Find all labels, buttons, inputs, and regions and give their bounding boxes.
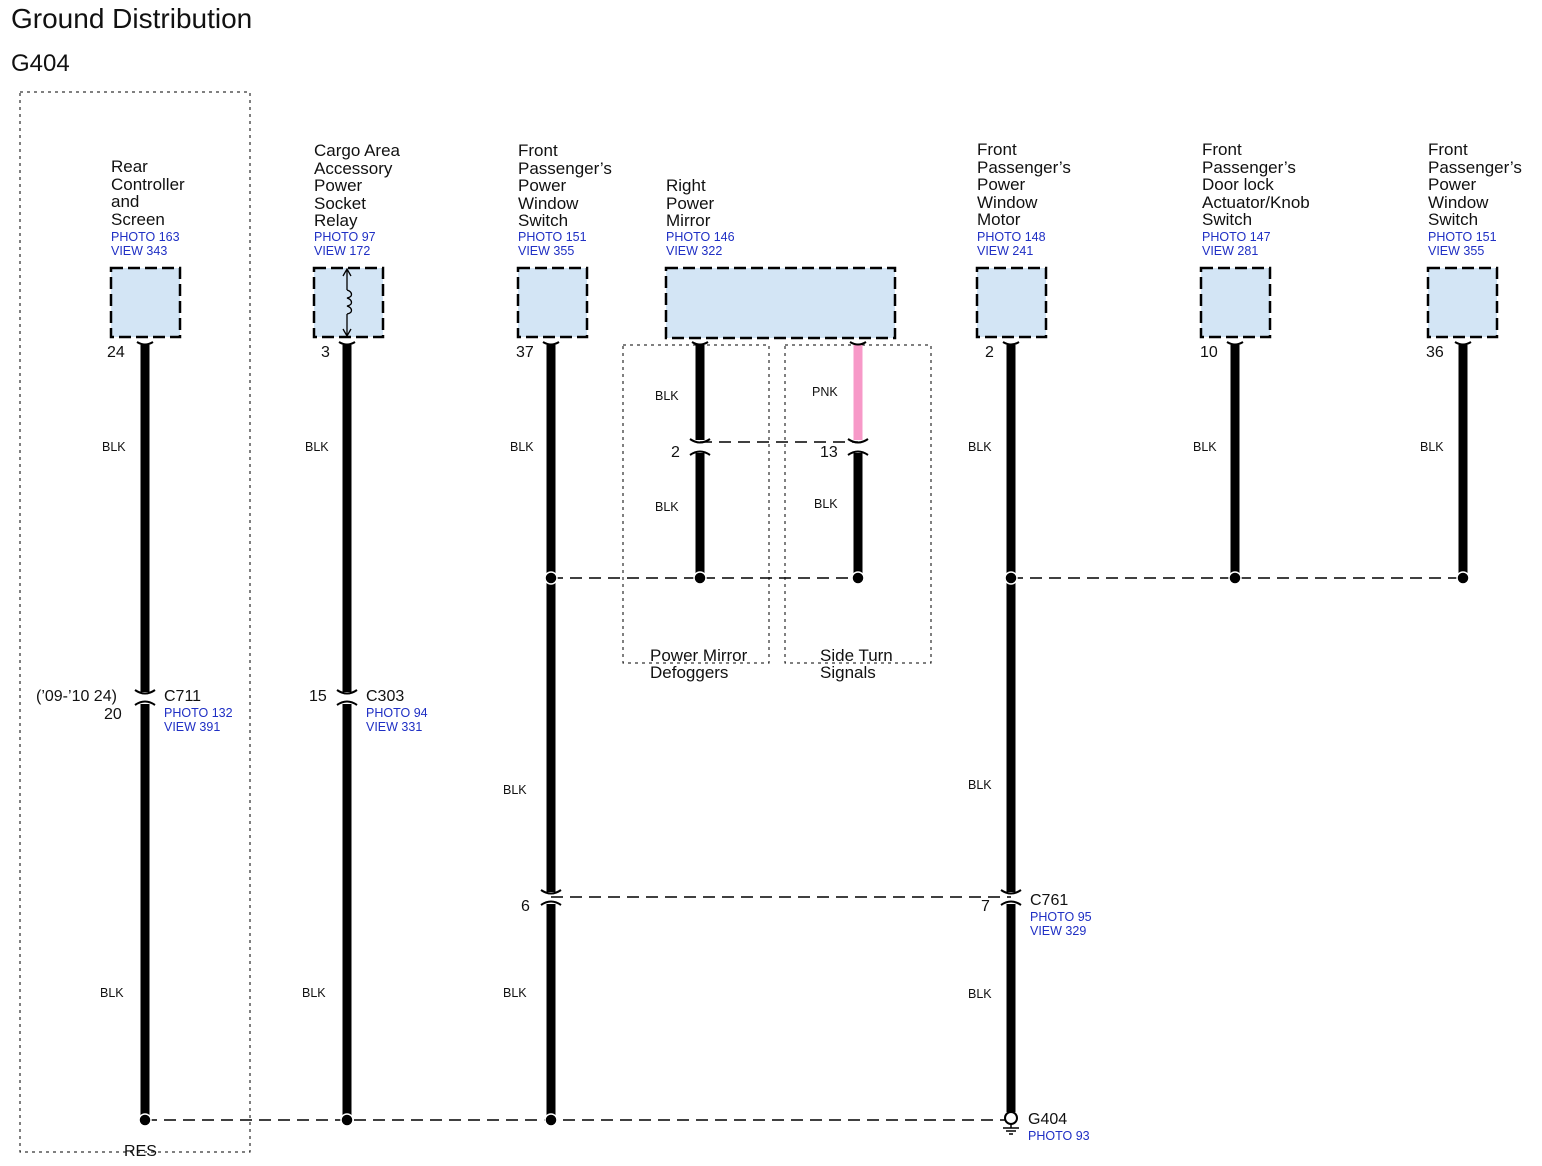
component-photo: PHOTO 147 xyxy=(1202,230,1271,244)
relay-coil-icon xyxy=(342,267,353,338)
component-view: VIEW 355 xyxy=(1428,244,1485,258)
wire-color-label: BLK xyxy=(814,497,838,511)
cargo-relay-box xyxy=(312,266,385,339)
wire-color-label: BLK xyxy=(655,389,679,403)
ground-subtitle: G404 xyxy=(11,50,70,77)
wire-color-label: BLK xyxy=(305,440,329,454)
ground-icon xyxy=(1003,1111,1019,1135)
window-motor-box xyxy=(975,266,1048,339)
c711-pin-top: (’09-’10 24) xyxy=(36,688,117,705)
wire-color-label: BLK xyxy=(510,440,534,454)
component-photo: PHOTO 97 xyxy=(314,230,376,244)
splice-dot xyxy=(693,571,707,585)
wire-color-label: BLK xyxy=(503,986,527,1000)
component-name: Front Passenger’s Power Window Motor xyxy=(977,140,1071,229)
wire-color-label: BLK xyxy=(1420,440,1444,454)
c761-left-symbol xyxy=(540,889,562,906)
component-view: VIEW 322 xyxy=(666,244,723,258)
splice-dot xyxy=(544,571,558,585)
pin-number: 13 xyxy=(820,444,838,461)
component-photo: PHOTO 148 xyxy=(977,230,1046,244)
c761-right-symbol xyxy=(1000,889,1022,906)
c303-id: C303 xyxy=(366,688,405,705)
c761-pin-left: 6 xyxy=(521,898,530,915)
c761-pin-right: 7 xyxy=(981,898,990,915)
splice-dot xyxy=(340,1113,354,1127)
right-mirror-box xyxy=(664,266,897,340)
splice-dot xyxy=(1456,571,1470,585)
component-name: Cargo Area Accessory Power Socket Relay xyxy=(314,141,400,230)
mirror-pin-2-symbol xyxy=(689,438,711,456)
splice-dot xyxy=(544,1113,558,1127)
ground-photo: PHOTO 93 xyxy=(1028,1129,1090,1143)
mirror-pin-13-symbol xyxy=(847,438,869,456)
wire-color-label: PNK xyxy=(812,385,838,399)
rear-controller-box xyxy=(109,266,182,339)
c711-view: VIEW 391 xyxy=(164,720,221,734)
component-name: Rear Controller and Screen xyxy=(111,157,185,229)
c711-id: C711 xyxy=(164,688,202,705)
component-view: VIEW 343 xyxy=(111,244,168,258)
wire-color-label: BLK xyxy=(302,986,326,1000)
res-region xyxy=(19,91,251,1153)
wire-color-label: BLK xyxy=(655,500,679,514)
c303-pin: 15 xyxy=(309,688,327,705)
component-photo: PHOTO 151 xyxy=(518,230,587,244)
window-switch-2-box xyxy=(1426,266,1499,339)
pin-number: 2 xyxy=(985,344,994,361)
component-name: Right Power Mirror xyxy=(666,176,715,230)
defoggers-label: Power Mirror Defoggers xyxy=(650,646,748,682)
wire-color-label: BLK xyxy=(1193,440,1217,454)
component-view: VIEW 241 xyxy=(977,244,1034,258)
component-photo: PHOTO 146 xyxy=(666,230,735,244)
component-photo: PHOTO 163 xyxy=(111,230,180,244)
res-label: RES xyxy=(124,1143,157,1160)
wire-color-label: BLK xyxy=(968,778,992,792)
pin-number: 2 xyxy=(671,444,680,461)
page-title: Ground Distribution xyxy=(11,3,253,34)
door-lock-box xyxy=(1199,266,1272,339)
splice-dot xyxy=(851,571,865,585)
component-view: VIEW 172 xyxy=(314,244,371,258)
pin-number: 10 xyxy=(1200,344,1218,361)
c303-symbol xyxy=(336,689,358,706)
pin-number: 36 xyxy=(1426,344,1444,361)
splice-dot xyxy=(1228,571,1242,585)
pin-number: 37 xyxy=(516,344,534,361)
wire-color-label: BLK xyxy=(968,440,992,454)
component-name: Front Passenger’s Power Window Switch xyxy=(1428,140,1522,229)
splice-dot xyxy=(1004,571,1018,585)
c761-photo: PHOTO 95 xyxy=(1030,910,1092,924)
wire-color-label: BLK xyxy=(503,783,527,797)
c303-view: VIEW 331 xyxy=(366,720,423,734)
component-view: VIEW 281 xyxy=(1202,244,1259,258)
wire-color-label: BLK xyxy=(100,986,124,1000)
ground-id: G404 xyxy=(1028,1111,1068,1128)
component-view: VIEW 355 xyxy=(518,244,575,258)
splice-dot xyxy=(138,1113,152,1127)
c711-symbol xyxy=(134,689,156,706)
c303-photo: PHOTO 94 xyxy=(366,706,428,720)
component-name: Front Passenger’s Power Window Switch xyxy=(518,141,612,230)
window-switch-box xyxy=(516,266,589,339)
component-name: Front Passenger’s Door lock Actuator/Kno… xyxy=(1202,140,1310,229)
c711-pin-bottom: 20 xyxy=(104,706,122,723)
component-photo: PHOTO 151 xyxy=(1428,230,1497,244)
turn-signals-label: Side Turn Signals xyxy=(820,646,893,682)
c711-photo: PHOTO 132 xyxy=(164,706,233,720)
c761-view: VIEW 329 xyxy=(1030,924,1087,938)
pin-number: 24 xyxy=(107,344,125,361)
pin-number: 3 xyxy=(321,344,330,361)
wire-color-label: BLK xyxy=(102,440,126,454)
c761-id: C761 xyxy=(1030,892,1069,909)
wire-color-label: BLK xyxy=(968,987,992,1001)
